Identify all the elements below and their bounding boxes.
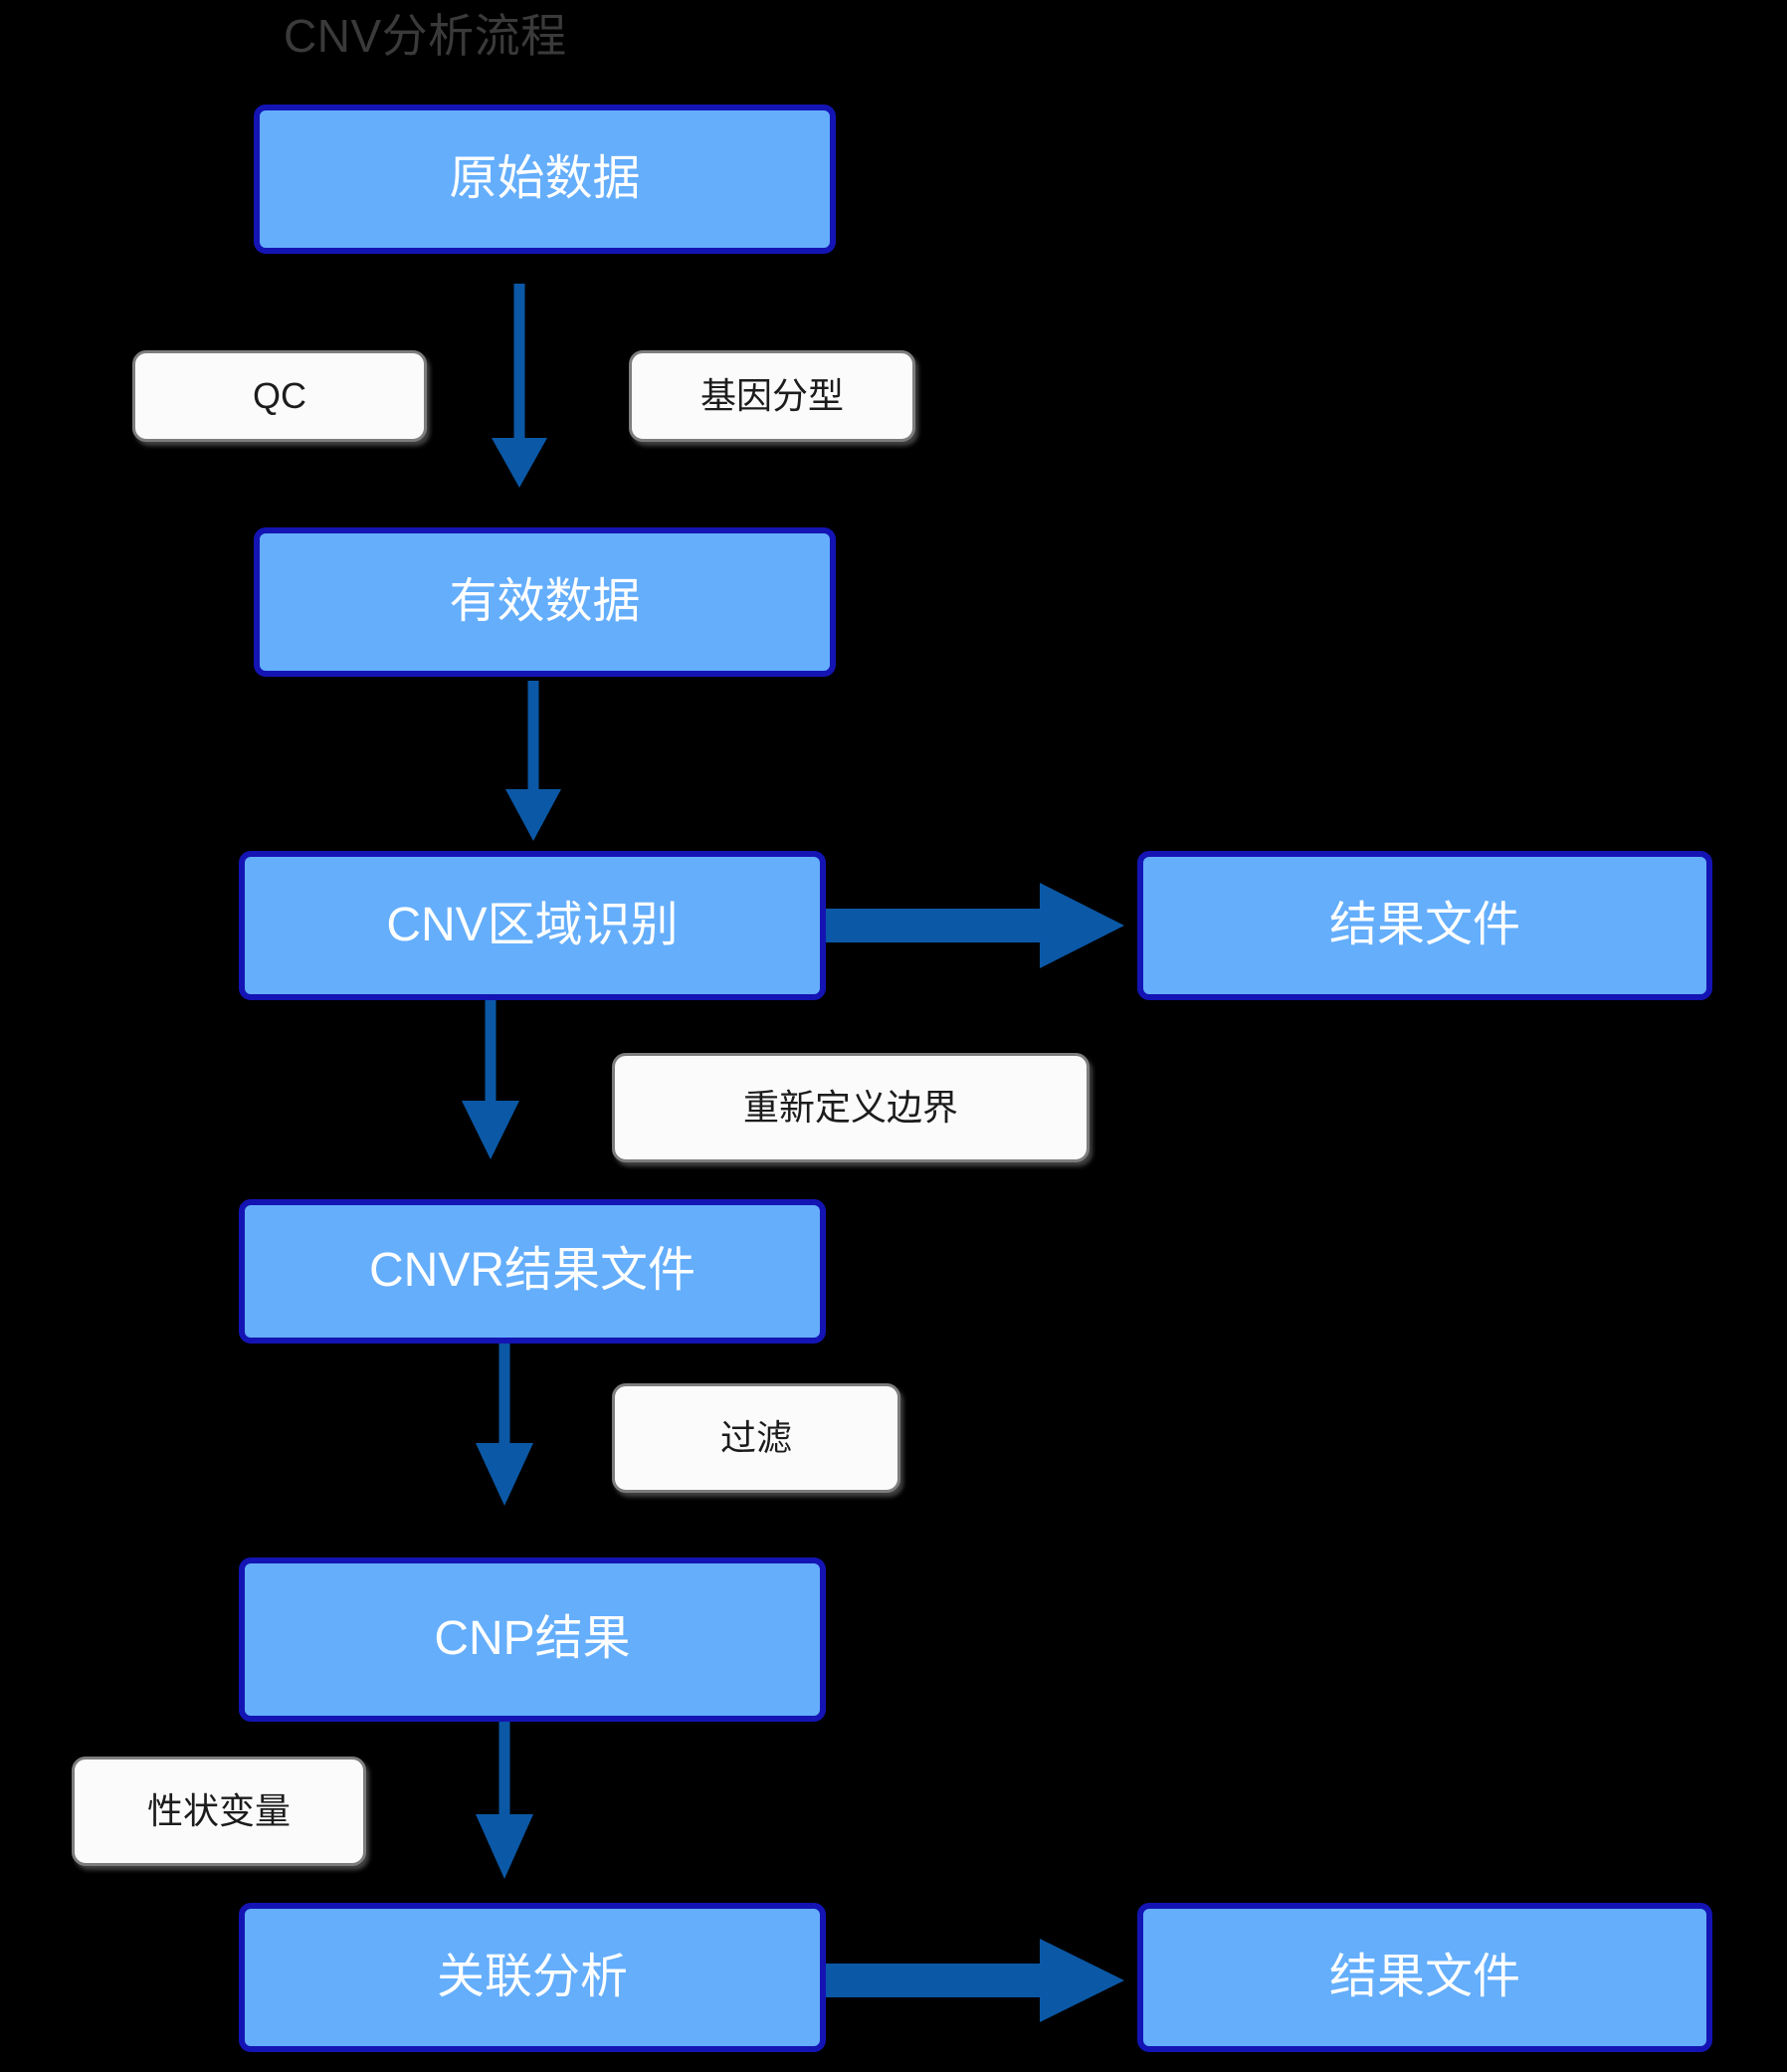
edge-cnp-result-to-assoc-analysis xyxy=(476,1722,533,1879)
node-cnv-region[interactable]: CNV区域识别 xyxy=(239,851,826,1000)
node-result-file-2[interactable]: 结果文件 xyxy=(1137,1903,1712,2052)
node-assoc-analysis[interactable]: 关联分析 xyxy=(239,1903,826,2052)
node-cnp-result-label: CNP结果 xyxy=(434,1612,631,1666)
node-cnp-result[interactable]: CNP结果 xyxy=(239,1557,826,1722)
edge-label-qc[interactable]: QC xyxy=(132,350,427,442)
edge-label-trait-var-text: 性状变量 xyxy=(146,1790,291,1832)
edge-raw-data-to-valid-data xyxy=(492,284,547,488)
edge-assoc-analysis-to-result-file-2 xyxy=(822,1939,1124,2022)
edge-label-genotyping-text: 基因分型 xyxy=(699,375,844,417)
edge-label-genotyping[interactable]: 基因分型 xyxy=(629,350,915,442)
node-cnvr-result[interactable]: CNVR结果文件 xyxy=(239,1199,826,1344)
edge-label-filter-text: 过滤 xyxy=(719,1417,792,1459)
node-raw-data-label: 原始数据 xyxy=(449,151,641,205)
node-cnvr-result-label: CNVR结果文件 xyxy=(368,1244,695,1298)
node-valid-data[interactable]: 有效数据 xyxy=(254,527,836,677)
edge-label-trait-var[interactable]: 性状变量 xyxy=(72,1757,366,1866)
node-assoc-analysis-label: 关联分析 xyxy=(436,1950,628,2003)
edge-label-filter[interactable]: 过滤 xyxy=(612,1383,900,1493)
node-raw-data[interactable]: 原始数据 xyxy=(254,104,836,254)
edge-label-redefine[interactable]: 重新定义边界 xyxy=(612,1053,1090,1162)
edge-label-qc-text: QC xyxy=(253,375,306,417)
page-title: CNV分析流程 xyxy=(284,10,567,62)
edge-label-redefine-text: 重新定义边界 xyxy=(742,1087,958,1129)
edge-cnvr-result-to-cnp-result xyxy=(476,1342,533,1506)
node-valid-data-label: 有效数据 xyxy=(449,574,641,628)
node-result-file-1-label: 结果文件 xyxy=(1328,898,1520,951)
edge-cnv-region-to-result-file-1 xyxy=(822,883,1124,968)
edge-valid-data-to-cnv-region xyxy=(505,681,561,841)
node-cnv-region-label: CNV区域识别 xyxy=(386,898,679,951)
edge-cnv-region-to-cnvr-result xyxy=(462,1000,519,1159)
node-result-file-2-label: 结果文件 xyxy=(1328,1950,1520,2003)
node-result-file-1[interactable]: 结果文件 xyxy=(1137,851,1712,1000)
